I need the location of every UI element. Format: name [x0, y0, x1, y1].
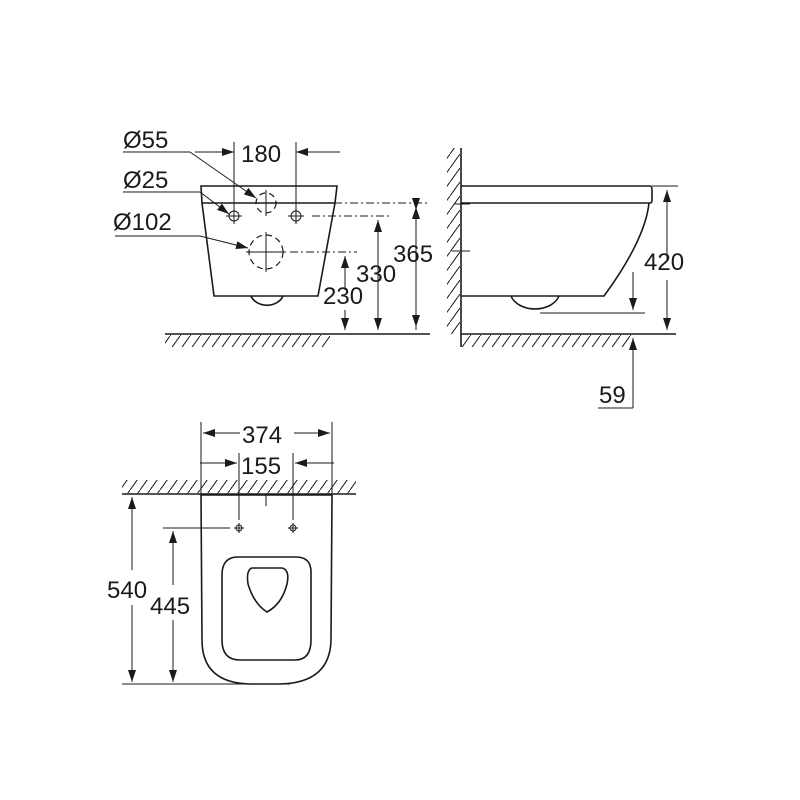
seat-outline — [221, 556, 312, 661]
label-d25: Ø25 — [123, 167, 168, 194]
fixing-holes — [234, 495, 298, 533]
label-230: 230 — [323, 283, 363, 310]
label-420: 420 — [644, 249, 684, 276]
label-d102: Ø102 — [113, 209, 172, 236]
hole-102 — [246, 232, 286, 272]
floor-hatch — [165, 335, 330, 347]
front-view: Ø55 Ø25 Ø102 180 365 330 230 — [113, 127, 433, 347]
bowl-opening — [246, 567, 289, 613]
label-d55: Ø55 — [123, 127, 168, 154]
label-374: 374 — [242, 422, 282, 449]
label-445: 445 — [150, 593, 190, 620]
side-view: 420 59 — [447, 148, 684, 409]
bowl-side-outline — [452, 185, 653, 310]
wall-hatch — [447, 148, 460, 334]
bowl-front-outline — [200, 185, 338, 307]
label-540: 540 — [107, 577, 147, 604]
top-view: 374 155 540 445 — [107, 422, 356, 685]
label-59: 59 — [599, 382, 626, 409]
hole-25-right — [288, 208, 304, 224]
label-180: 180 — [241, 141, 281, 168]
label-365: 365 — [393, 241, 433, 268]
hole-25-left — [226, 208, 242, 224]
bowl-top-outline — [200, 494, 333, 685]
label-330: 330 — [356, 261, 396, 288]
label-155: 155 — [241, 453, 281, 480]
